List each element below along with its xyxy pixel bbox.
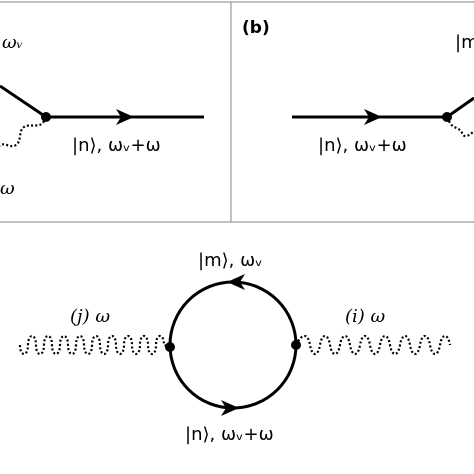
- fermion-arrow-b: [364, 109, 382, 125]
- outgoing-fermion-line-b: [446, 96, 474, 119]
- photon-line-b: [447, 120, 474, 138]
- panel-frames: [0, 1, 474, 223]
- label-c-right: (i) ω: [345, 306, 386, 327]
- panel-a: ωᵥ ω |n⟩, ωᵥ+ω: [0, 32, 204, 199]
- fermion-arrow-a: [116, 109, 134, 125]
- vertex-dot-left: [165, 342, 175, 352]
- vertex-dot-right: [291, 340, 301, 350]
- label-a-top: ωᵥ: [2, 32, 23, 53]
- panel-b-tag: (b): [242, 18, 270, 38]
- loop-arrow-bottom: [221, 400, 239, 416]
- label-c-left: (j) ω: [70, 306, 110, 327]
- panel-c: |m⟩, ωᵥ |n⟩, ωᵥ+ω (j) ω (i) ω: [18, 250, 452, 445]
- label-a-out: |n⟩, ωᵥ+ω: [72, 135, 161, 156]
- label-b-corner: |m: [455, 32, 474, 53]
- vertex-dot-b: [442, 112, 452, 122]
- panel-b: (b) |n⟩, ωᵥ+ω |m: [242, 18, 474, 156]
- label-b-in: |n⟩, ωᵥ+ω: [318, 135, 407, 156]
- vertex-dot-a: [41, 112, 51, 122]
- photon-line-left: [18, 334, 171, 356]
- incoming-fermion-line-a: [0, 84, 47, 119]
- label-a-bottom: ω: [0, 178, 15, 199]
- label-c-bottom: |n⟩, ωᵥ+ω: [185, 424, 274, 445]
- loop-arrow-top: [227, 274, 245, 290]
- photon-line-a: [0, 120, 45, 148]
- label-c-top: |m⟩, ωᵥ: [198, 250, 263, 271]
- fermion-loop: [168, 280, 298, 410]
- photon-line-right: [295, 334, 452, 356]
